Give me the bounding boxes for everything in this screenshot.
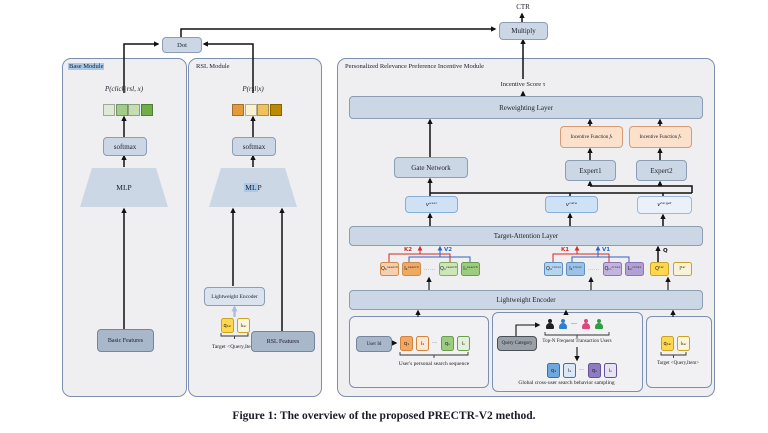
target-token-row: Qᵗᵃʳ Iᵗᵃʳ: [650, 262, 692, 276]
transaction-users-row: —: [545, 318, 603, 329]
target-pair-caption: Target <Query,Item>: [656, 361, 700, 366]
reweighting-layer-box: Reweighting Layer: [349, 96, 703, 119]
user-icon: [558, 318, 567, 329]
token: iₜₐᵣ: [677, 336, 690, 351]
token: Q₁ᶜʳᵒˢˢ: [544, 262, 563, 276]
rsl-features-box: RSL Features: [251, 331, 315, 352]
token: Q₁ˢᵉᵃʳᶜʰ: [380, 262, 399, 276]
v-cate-box: vᶜᵃᵗᵉ: [545, 196, 598, 213]
token: Qᵗᵃʳ: [650, 262, 669, 276]
k1-label: K1: [561, 247, 570, 253]
q-label: Q: [663, 248, 668, 254]
user-id-box: User Id: [356, 336, 392, 352]
token: Qₙˢᵉᵃʳᶜʰ: [439, 262, 458, 276]
base-prob-label: P(click|rsl, x): [104, 85, 144, 93]
embedding-cell: [232, 104, 244, 116]
token: i₁: [416, 336, 429, 351]
personal-sequence-subpanel: [349, 316, 489, 388]
user-icon: [545, 318, 554, 329]
token: I₁ˢᵉᵃʳᶜʰ: [402, 262, 421, 276]
expert1-box: Expert1: [565, 160, 616, 181]
target-attention-layer-box: Target-Attention Layer: [349, 226, 703, 246]
basic-features-box: Basic Features: [97, 329, 154, 352]
v1-label: V1: [602, 247, 611, 253]
k2-label: K2: [404, 247, 413, 253]
incentive-module-title: Personalized Relevance Preference Incent…: [345, 63, 484, 70]
rsl-embedding-row: [232, 104, 282, 116]
user-icon: [581, 318, 590, 329]
ellipsis: —: [571, 320, 577, 327]
multiply-box: Multiply: [499, 22, 548, 40]
token: qₙ: [588, 363, 601, 378]
rsl-softmax-box: softmax: [232, 137, 276, 156]
token: q₁: [547, 363, 560, 378]
embedding-cell: [140, 104, 153, 116]
embedding-cell: [244, 104, 257, 116]
embedding-cell: [128, 104, 140, 116]
ellipsis: ……: [588, 266, 600, 272]
base-mlp-trapezoid: MLP: [80, 168, 168, 207]
token: Iᵗᵃʳ: [673, 262, 692, 276]
token: i₁: [563, 363, 576, 378]
base-module-title: Base Module: [68, 63, 105, 70]
rsl-module-title: RSL Module: [196, 63, 230, 70]
token: Iₙˢᵉᵃʳᶜʰ: [461, 262, 480, 276]
token: Iₘᶜʳᵒˢˢ: [625, 262, 644, 276]
expert2-box: Expert2: [636, 160, 687, 181]
token: iₜₐᵣ: [237, 318, 250, 333]
rsl-prob-label: P(rsl|x): [242, 85, 264, 93]
embedding-cell: [103, 104, 115, 116]
rsl-encoder-box: Lightweight Encoder: [204, 287, 265, 306]
query-category-box: Query Category: [497, 336, 537, 351]
token: qₙ: [441, 336, 454, 351]
personal-sequence-caption: User's personal search sequence: [398, 361, 470, 367]
dot-box: Dot: [162, 37, 202, 53]
token: qₜₐᵣ: [221, 318, 234, 333]
incentive-score-label: Incentive Score τ: [500, 81, 546, 88]
transaction-users-caption: Top-N Frequent Transaction Users: [542, 339, 612, 344]
figure-caption: Figure 1: The overview of the proposed P…: [232, 410, 536, 422]
v2-label: V2: [444, 247, 453, 253]
target-subpanel: [646, 316, 712, 388]
v-target-box: vᵗᵃʳᵍᵉᵗ: [637, 196, 692, 214]
embedding-cell: [115, 104, 128, 116]
cross-sample-caption: Global cross-user search behavior sampli…: [518, 380, 615, 386]
token: Qₘᶜʳᵒˢˢ: [603, 262, 622, 276]
gate-network-box: Gate Network: [394, 157, 468, 178]
embedding-cell: [257, 104, 269, 116]
ellipsis: ……: [424, 266, 436, 272]
embedding-cell: [269, 104, 282, 116]
token: I₁ᶜʳᵒˢˢ: [566, 262, 585, 276]
token: iₙ: [604, 363, 617, 378]
ellipsis: —: [432, 341, 438, 346]
rsl-target-caption: Target <Query,Item>: [211, 344, 259, 350]
ellipsis: —: [579, 368, 585, 373]
pr-encoder-box: Lightweight Encoder: [349, 290, 703, 310]
v-user-box: vᵘˢᵉʳ: [405, 196, 458, 213]
token: qₜₐᵣ: [661, 336, 674, 351]
ctr-label: CTR: [516, 3, 530, 11]
base-embedding-row: [103, 104, 153, 116]
token: q₁: [400, 336, 413, 351]
base-softmax-box: softmax: [103, 137, 147, 156]
token: iₙ: [457, 336, 470, 351]
user-icon: [594, 318, 603, 329]
